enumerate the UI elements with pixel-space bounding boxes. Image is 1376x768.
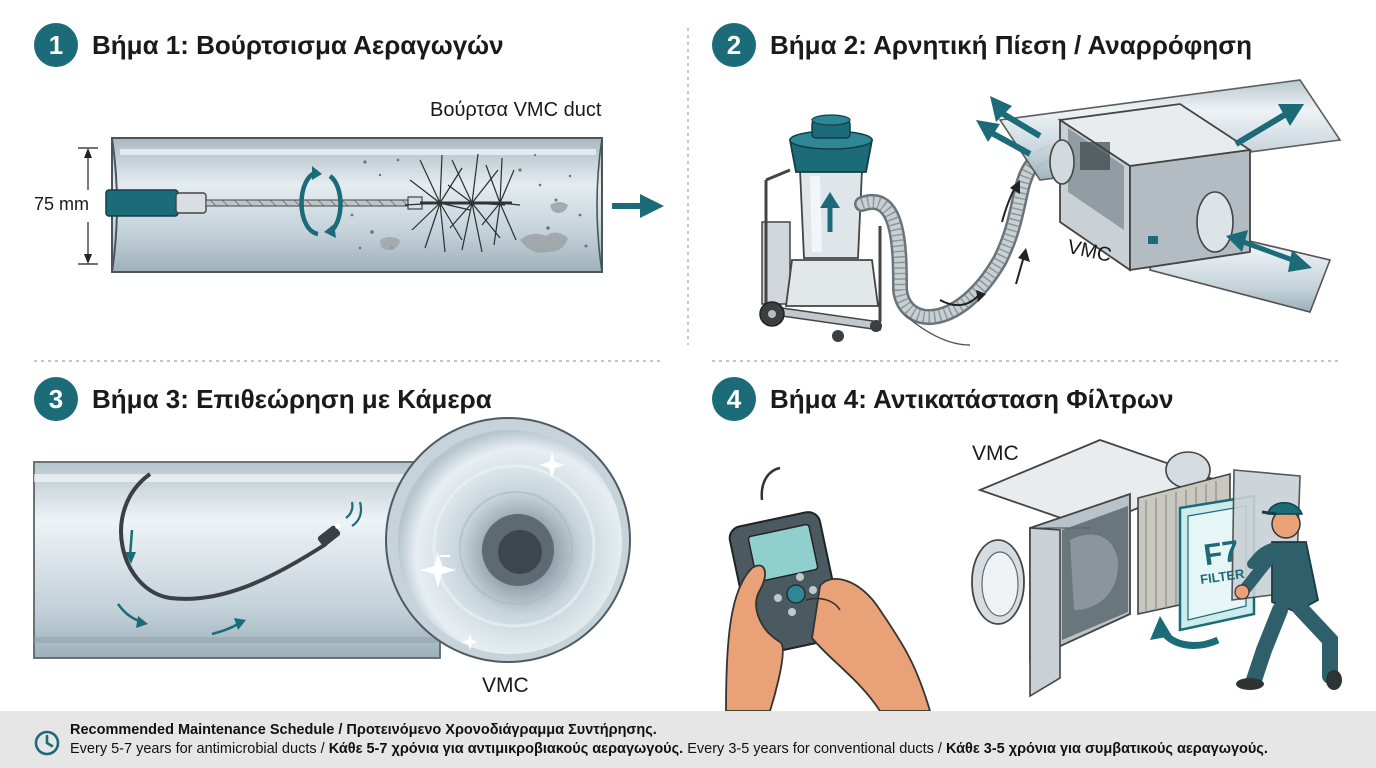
step2-illustration xyxy=(759,79,1342,346)
step-4-header: 4 Βήμα 4: Αντικατάσταση Φίλτρων xyxy=(712,377,1173,421)
step-3-number-badge: 3 xyxy=(34,377,78,421)
step-3-title: Βήμα 3: Επιθεώρηση με Κάμερα xyxy=(92,383,492,414)
step-4-title: Βήμα 4: Αντικατάσταση Φίλτρων xyxy=(770,383,1174,414)
vmc-label-step4: VMC xyxy=(972,442,1019,465)
step-1-header: 1 Βήμα 1: Βούρτσισμα Αεραγωγών xyxy=(34,23,504,67)
illustration-canvas xyxy=(33,28,1342,711)
step-1-title: Βήμα 1: Βούρτσισμα Αεραγωγών xyxy=(92,29,504,60)
step4-illustration xyxy=(725,439,1342,711)
diameter-label: 75 mm xyxy=(34,194,90,214)
vmc-label-step3: VMC xyxy=(482,674,529,697)
footer-schedule-conventional-el: Κάθε 3-5 χρόνια για συμβατικούς αεραγωγο… xyxy=(945,741,1268,757)
footer-schedule-antimicrobial-en: Every 5-7 years for antimicrobial ducts … xyxy=(70,741,329,757)
sparkle-icon xyxy=(420,452,565,650)
step1-illustration xyxy=(78,137,664,273)
maintenance-footer xyxy=(0,711,1376,768)
step3-illustration xyxy=(33,417,631,663)
step-3-header: 3 Βήμα 3: Επιθεώρηση με Κάμερα xyxy=(34,377,492,421)
dust-particles xyxy=(350,153,588,250)
step-4-number-badge: 4 xyxy=(712,377,756,421)
clock-icon xyxy=(34,730,60,756)
step-1-number-badge: 1 xyxy=(34,23,78,67)
step-2-title: Βήμα 2: Αρνητική Πίεση / Αναρρόφηση xyxy=(770,29,1252,60)
footer-schedule: Every 5-7 years for antimicrobial ducts … xyxy=(70,741,1268,757)
brush-label: Βούρτσα VMC duct xyxy=(430,99,602,121)
step-2-number-badge: 2 xyxy=(712,23,756,67)
step-2-header: 2 Βήμα 2: Αρνητική Πίεση / Αναρρόφηση xyxy=(712,23,1252,67)
footer-schedule-antimicrobial-el: Κάθε 5-7 χρόνια για αντιμικροβιακούς αερ… xyxy=(328,741,684,757)
footer-title: Recommended Maintenance Schedule / Προτε… xyxy=(70,722,657,738)
footer-schedule-conventional-en: Every 3-5 years for conventional ducts / xyxy=(683,741,946,757)
